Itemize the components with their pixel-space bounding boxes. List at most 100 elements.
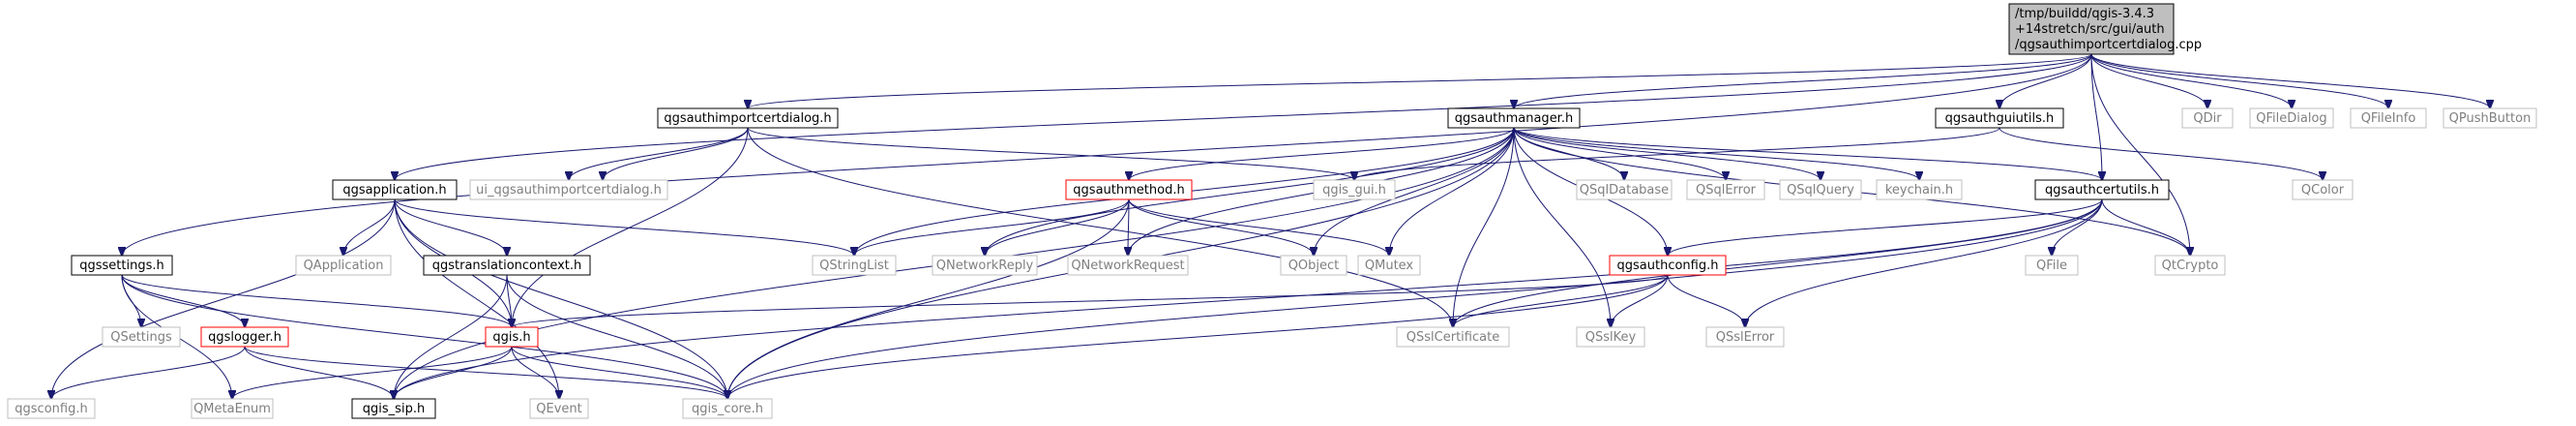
node-label: QSqlError — [1696, 183, 1757, 198]
node-qsettings[interactable]: QSettings — [102, 326, 181, 348]
node-qgslogger-h[interactable]: qgslogger.h — [200, 326, 289, 348]
node-label: QDir — [2193, 111, 2222, 126]
node-label: qgis_gui.h — [1322, 183, 1386, 198]
node-label: qgsauthconfig.h — [1617, 259, 1719, 273]
node-box — [2008, 3, 2175, 55]
edge-root-to-qfile-dialog — [2090, 53, 2292, 108]
node-label: QNetworkReply — [936, 259, 1034, 273]
node-label: QEvent — [536, 402, 581, 416]
node-box — [682, 398, 773, 419]
node-qapplication[interactable]: QApplication — [295, 255, 392, 276]
node-qssl-key[interactable]: QSslKey — [1576, 326, 1645, 348]
node-qdir[interactable]: QDir — [2181, 107, 2234, 129]
edge-qgsauthimportcertdialog-h-to-qgis-gui-h — [747, 127, 1354, 180]
edge-qgslogger-h-to-qgis-sip-h — [244, 346, 394, 399]
node-box — [1609, 255, 1727, 276]
node-qgsauthmanager-h[interactable]: qgsauthmanager.h — [1447, 107, 1581, 129]
node-root[interactable]: /tmp/buildd/qgis-3.4.3+14stretch/src/gui… — [2008, 3, 2202, 55]
node-label: /tmp/buildd/qgis-3.4.3 — [2015, 7, 2154, 21]
edge-qgis-h-to-qmeta-enum — [232, 346, 513, 399]
node-label: QMetaEnum — [193, 402, 271, 416]
node-qevent[interactable]: QEvent — [529, 398, 589, 419]
edge-qgsauthmethod-h-to-qnetwork-reply — [985, 198, 1130, 256]
edge-qgsauthcertutils-h-to-qssl-error — [1745, 198, 2103, 327]
node-qgsauthimportcertdialog-h[interactable]: qgsauthimportcertdialog.h — [657, 107, 839, 129]
node-label: qgis.h — [492, 330, 530, 345]
node-qfile-dialog[interactable]: QFileDialog — [2249, 107, 2334, 129]
node-qmeta-enum[interactable]: QMetaEnum — [191, 398, 274, 419]
node-qstring-list[interactable]: QStringList — [812, 255, 897, 276]
node-qfile-info[interactable]: QFileInfo — [2350, 107, 2427, 129]
edge-qgsauthmethod-h-to-qnetwork-request — [1128, 198, 1129, 256]
node-qgsauthmethod-h[interactable]: qgsauthmethod.h — [1065, 179, 1193, 200]
node-qgsauthguiutils-h[interactable]: qgsauthguiutils.h — [1935, 107, 2064, 129]
node-box — [1935, 107, 2064, 129]
node-box — [1876, 179, 1963, 200]
edge-root-to-qgsapplication-h — [395, 53, 2092, 180]
node-qgssettings-h[interactable]: qgssettings.h — [71, 255, 173, 276]
node-qgis-gui-h[interactable]: qgis_gui.h — [1313, 179, 1396, 200]
node-qsql-query[interactable]: QSqlQuery — [1779, 179, 1862, 200]
node-qnetwork-request[interactable]: QNetworkRequest — [1067, 255, 1189, 276]
node-qcolor[interactable]: QColor — [2292, 179, 2354, 200]
node-qmutex[interactable]: QMutex — [1357, 255, 1421, 276]
node-label: QFileInfo — [2361, 111, 2416, 126]
node-qgsconfig-h[interactable]: qgsconfig.h — [7, 398, 96, 419]
node-box — [102, 326, 181, 348]
node-qobject[interactable]: QObject — [1280, 255, 1347, 276]
node-qssl-error[interactable]: QSslError — [1705, 326, 1785, 348]
edge-qgsauthmethod-h-to-qgis-core-h — [727, 198, 1130, 399]
node-qsql-error[interactable]: QSqlError — [1686, 179, 1765, 200]
node-box — [295, 255, 392, 276]
node-label: qgssettings.h — [79, 259, 164, 273]
node-qt-crypto[interactable]: QtCrypto — [2154, 255, 2226, 276]
node-box — [2154, 255, 2226, 276]
node-qgis-sip-h[interactable]: qgis_sip.h — [351, 398, 436, 419]
edge-qgsauthmanager-h-to-qnetwork-reply — [985, 127, 1515, 256]
node-label: +14stretch/src/gui/auth — [2015, 22, 2165, 37]
node-keychain-h[interactable]: keychain.h — [1876, 179, 1963, 200]
node-box — [71, 255, 173, 276]
node-label: qgsconfig.h — [15, 402, 87, 416]
node-qsql-database[interactable]: QSqlDatabase — [1576, 179, 1673, 200]
node-qgis-h[interactable]: qgis.h — [485, 326, 539, 348]
edge-qgstranslationcontext-h-to-qgis-h — [506, 274, 512, 327]
node-box — [657, 107, 839, 129]
node-ui-qgsauthimportcertdialog-h[interactable]: ui_qgsauthimportcertdialog.h — [469, 179, 668, 200]
edge-qgslogger-h-to-qgsconfig-h — [51, 346, 246, 399]
edge-qgsauthmanager-h-to-qssl-key — [1513, 127, 1611, 327]
edge-qgsauthconfig-h-to-qgis-h — [512, 274, 1669, 327]
node-label: keychain.h — [1885, 183, 1953, 198]
node-qgsapplication-h[interactable]: qgsapplication.h — [332, 179, 458, 200]
node-label: qgsauthimportcertdialog.h — [664, 111, 831, 126]
node-label: QSqlDatabase — [1580, 183, 1669, 198]
node-qgis-core-h[interactable]: qgis_core.h — [682, 398, 773, 419]
node-qgsauthconfig-h[interactable]: qgsauthconfig.h — [1609, 255, 1727, 276]
edge-qgis-h-to-qevent — [511, 346, 559, 399]
node-box — [1447, 107, 1581, 129]
edge-qgsauthconfig-h-to-qgis-core-h — [727, 274, 1669, 399]
node-qpush-button[interactable]: QPushButton — [2443, 107, 2537, 129]
edge-qgsauthconfig-h-to-qssl-key — [1611, 274, 1669, 327]
edge-root-to-qgsauthcertutils-h — [2090, 53, 2102, 180]
node-box — [351, 398, 436, 419]
edge-qgsauthimportcertdialog-h-to-qdialog — [603, 127, 749, 180]
edge-qgssettings-h-to-qgis-h — [121, 274, 512, 327]
edge-qgis-h-to-qgis-core-h — [511, 346, 727, 399]
edge-qgsauthmanager-h-to-qssl-certificate — [1453, 127, 1515, 327]
node-qgstranslationcontext-h[interactable]: qgstranslationcontext.h — [423, 255, 591, 276]
node-box — [2181, 107, 2234, 129]
edge-qgssettings-h-to-qgis-core-h — [121, 274, 727, 399]
node-box — [2443, 107, 2537, 129]
node-box — [1576, 326, 1645, 348]
node-qfile[interactable]: QFile — [2025, 255, 2079, 276]
node-qgsauthcertutils-h[interactable]: qgsauthcertutils.h — [2034, 179, 2170, 200]
node-box — [2025, 255, 2079, 276]
edge-qgsauthmanager-h-to-qgsauthmethod-h — [1129, 127, 1515, 180]
node-box — [1396, 326, 1510, 348]
edge-qgsauthmanager-h-to-keychain-h — [1513, 127, 1919, 180]
node-qnetwork-reply[interactable]: QNetworkReply — [932, 255, 1038, 276]
node-box — [812, 255, 897, 276]
edge-root-to-qgssettings-h — [122, 53, 2092, 256]
node-qssl-certificate[interactable]: QSslCertificate — [1396, 326, 1510, 348]
